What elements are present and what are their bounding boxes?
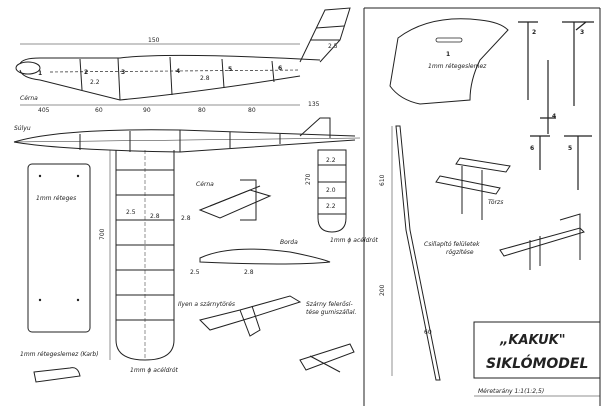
label-csillapito-2: rögzítése: [446, 249, 474, 256]
torzs-sketch: [435, 157, 511, 220]
title-scale: Méretarány 1:1(1:2,5): [478, 388, 544, 395]
thickness: 2.8: [200, 75, 210, 82]
fin-plate: [389, 18, 509, 105]
rib-profile: [199, 248, 331, 265]
label-csillapito: Csillapító felületek: [424, 241, 480, 248]
label-wire-bottom: 1mm ϕ acéldrót: [130, 367, 179, 374]
dim-405: 405: [38, 107, 50, 114]
thickness: 2.8: [181, 215, 191, 222]
dim-90: 90: [143, 107, 151, 114]
thickness: 2.5: [328, 43, 338, 50]
wing-rib-number: 4: [176, 68, 180, 75]
thickness: 2.5: [126, 209, 136, 216]
part-number: 3: [580, 29, 584, 36]
joint-detail-sketch: [198, 179, 272, 221]
thickness: 2.8: [244, 269, 254, 276]
dim-610: 610: [379, 174, 386, 186]
dim-700: 700: [99, 228, 106, 240]
wing-plan-view: [15, 7, 351, 106]
dim-80b: 80: [248, 107, 256, 114]
fin-number: 1: [446, 51, 450, 58]
stabilizer-view: [317, 149, 347, 233]
thickness: 2.2: [326, 203, 336, 210]
label-borda: Borda: [280, 239, 298, 246]
dim-150: 150: [148, 37, 160, 44]
mounting-sketch: [299, 343, 355, 373]
thickness: 2.2: [326, 157, 336, 164]
label-cerna-top: Cérna: [20, 95, 38, 102]
dim-80a: 80: [198, 107, 206, 114]
thickness: 2.8: [150, 213, 160, 220]
part-number: 5: [568, 145, 572, 152]
part-number: 2: [532, 29, 536, 36]
dim-200: 200: [379, 284, 386, 296]
wing-rib-number: 5: [228, 66, 232, 73]
plywood-small-part: [33, 367, 81, 383]
thickness: 2.0: [326, 187, 336, 194]
wing-half-vertical: [109, 150, 175, 361]
dim-60b: 60: [424, 329, 432, 336]
title-kakuk: „KAKUK": [499, 333, 566, 348]
wing-rib-number: 1: [38, 70, 42, 77]
wing-rib-number: 2: [84, 69, 88, 76]
label-wire-mid: 1mm ϕ acéldrót: [330, 237, 379, 244]
parts-group: [518, 21, 594, 190]
fuselage-stick: [391, 125, 441, 381]
label-szarnytores: Ilyen a szárnytörés: [178, 301, 235, 308]
label-plywood-bottom: 1mm rétegeslemez (Karb): [20, 351, 99, 358]
tail-detail-sketch: [499, 213, 585, 270]
label-torzs: Törzs: [488, 199, 503, 206]
wing-break-sketch: [199, 295, 302, 337]
wing-rib-number: 3: [121, 69, 125, 76]
label-sulyu: Súlyu: [14, 125, 31, 132]
label-plywood-fin: 1mm rétegeslemez: [428, 63, 487, 70]
thickness: 2.5: [190, 269, 200, 276]
title-block: [473, 321, 601, 379]
dim-135: 135: [308, 101, 320, 108]
fuselage-side-view: [13, 117, 361, 153]
plywood-plate-left: [27, 163, 91, 333]
label-plywood-left: 1mm réteges: [36, 195, 76, 202]
dim-60: 60: [95, 107, 103, 114]
label-cerna-mid: Cérna: [196, 181, 214, 188]
thickness: 2.2: [90, 79, 100, 86]
title-siklomodel: SIKLÓMODEL: [486, 354, 588, 372]
label-felerosites: Szárny felerősí-: [306, 301, 353, 308]
label-felerosites-2: tése gumiszállal.: [306, 309, 357, 316]
wing-rib-number: 6: [278, 65, 282, 72]
part-number: 6: [530, 145, 534, 152]
dim-270: 270: [305, 173, 312, 185]
part-number: 4: [552, 113, 556, 120]
